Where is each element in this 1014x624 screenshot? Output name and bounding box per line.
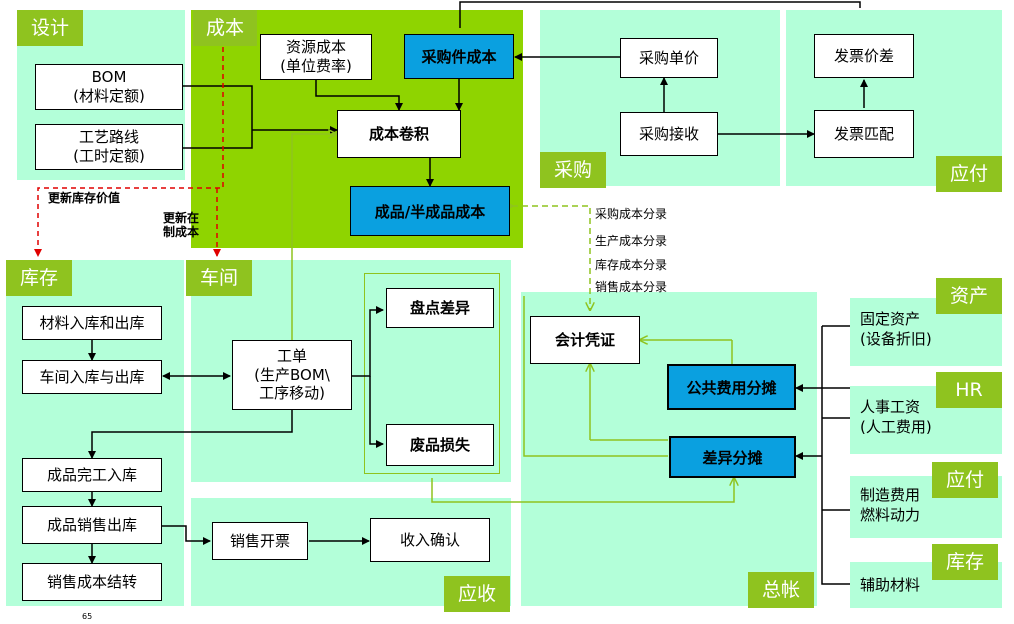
- note-update-inventory-value: 更新库存价值: [48, 191, 121, 205]
- label-aux-material: 辅助材料: [860, 576, 921, 594]
- box-invoice-match: 发票匹配: [814, 110, 914, 158]
- box-scrap-loss: 废品损失: [386, 424, 494, 466]
- box-resource-cost: 资源成本 (单位费率): [260, 34, 372, 80]
- box-variance-alloc: 差异分摊: [669, 436, 796, 478]
- tag-payable-mid: 应付: [932, 462, 998, 498]
- tag-inventory-right: 库存: [932, 544, 998, 580]
- tag-inventory: 库存: [6, 260, 72, 296]
- box-work-order: 工单 (生产BOM\ 工序移动): [232, 340, 352, 410]
- note-entry-purchase: 采购成本分录: [595, 207, 668, 221]
- note-update-wip-cost: 更新在 制成本: [163, 211, 200, 240]
- note-entry-inventory: 库存成本分录: [595, 258, 668, 272]
- box-purchase-price: 采购单价: [620, 38, 718, 78]
- page-number: 65: [82, 612, 93, 621]
- box-purchase-receipt: 采购接收: [620, 112, 718, 156]
- tag-payable-top: 应付: [936, 156, 1002, 192]
- label-mfg-overhead: 制造费用 燃料动力: [860, 486, 921, 524]
- box-purchased-cost: 采购件成本: [404, 34, 514, 79]
- tag-workshop: 车间: [186, 260, 252, 296]
- note-entry-sales: 销售成本分录: [595, 280, 668, 294]
- box-fg-completion: 成品完工入库: [22, 458, 162, 492]
- box-invoice-variance: 发票价差: [814, 34, 914, 78]
- box-cogs-transfer: 销售成本结转: [22, 563, 162, 601]
- box-cost-rollup: 成本卷积: [337, 110, 461, 158]
- note-entry-production: 生产成本分录: [595, 234, 668, 248]
- tag-cost: 成本: [193, 10, 257, 46]
- tag-receivable: 应收: [444, 576, 510, 612]
- tag-purchase: 采购: [540, 152, 606, 188]
- label-fixed-asset: 固定资产 (设备折旧): [860, 310, 932, 348]
- box-voucher: 会计凭证: [530, 316, 640, 364]
- box-revenue-recog: 收入确认: [370, 518, 490, 562]
- tag-design: 设计: [17, 10, 83, 46]
- box-routing: 工艺路线 (工时定额): [35, 124, 183, 170]
- box-stocktake-variance: 盘点差异: [386, 288, 494, 328]
- tag-ledger: 总帐: [748, 572, 814, 608]
- box-workshop-io: 车间入库与出库: [22, 360, 162, 394]
- box-common-expense: 公共费用分摊: [667, 364, 796, 410]
- label-personnel-wage: 人事工资 (人工费用): [860, 398, 932, 436]
- box-fg-sales-out: 成品销售出库: [22, 506, 162, 544]
- tag-asset: 资产: [936, 278, 1002, 314]
- tag-hr: HR: [936, 372, 1002, 408]
- box-bom: BOM (材料定额): [35, 64, 183, 110]
- box-material-io: 材料入库和出库: [22, 306, 162, 340]
- box-product-cost: 成品/半成品成本: [350, 186, 510, 236]
- box-sales-invoice: 销售开票: [212, 522, 308, 560]
